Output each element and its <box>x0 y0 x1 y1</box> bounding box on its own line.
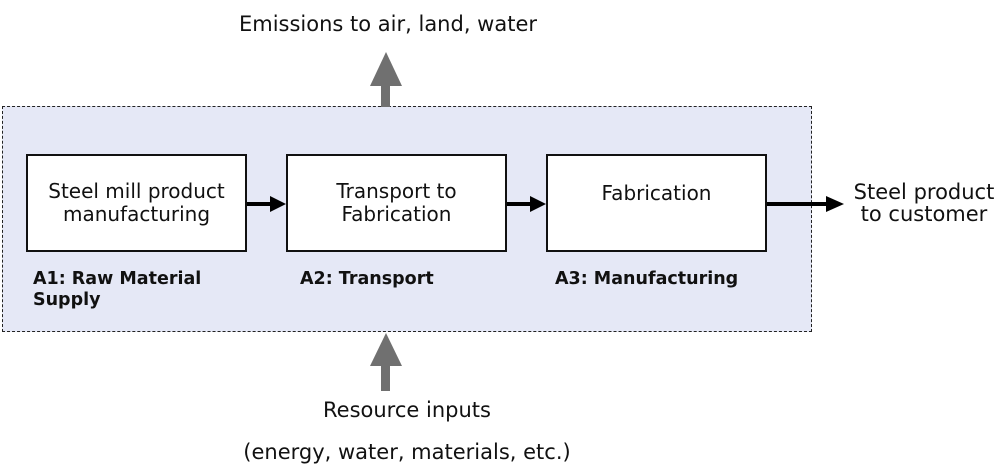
stage-box-text: Transport to Fabrication <box>336 179 457 226</box>
stage-box-steel-mill: Steel mill product manufacturing <box>26 154 247 252</box>
stage-box-text: Fabrication <box>601 181 712 205</box>
resource-inputs-arrow <box>370 333 402 391</box>
emissions-label: Emissions to air, land, water <box>238 12 538 36</box>
stage-label-a2: A2: Transport <box>300 269 434 289</box>
emissions-arrow <box>370 52 402 107</box>
stage-box-fabrication: Fabrication <box>546 154 767 252</box>
flow-arrow-a2-a3 <box>507 196 546 212</box>
stage-label-a3: A3: Manufacturing <box>555 269 739 289</box>
output-label: Steel product to customer <box>853 180 995 226</box>
stage-box-text: Steel mill product manufacturing <box>48 179 225 226</box>
flow-arrow-to-customer <box>767 196 844 212</box>
resource-inputs-label: Resource inputs <box>323 398 491 422</box>
stage-label-a1: A1: Raw Material Supply <box>33 269 202 310</box>
resource-inputs-detail: (energy, water, materials, etc.) <box>243 440 571 464</box>
stage-box-transport: Transport to Fabrication <box>286 154 507 252</box>
flow-arrow-a1-a2 <box>247 196 286 212</box>
